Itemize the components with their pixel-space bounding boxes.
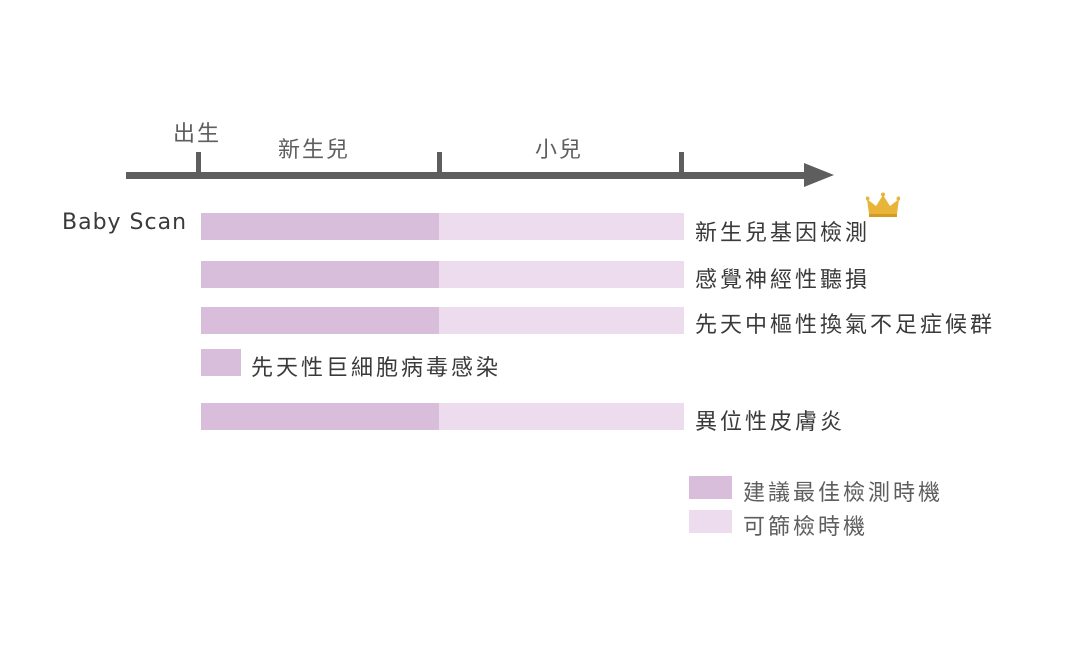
bar-recommended-hearing-loss bbox=[201, 261, 439, 288]
row-label-cchs: 先天中樞性換氣不足症候群 bbox=[695, 313, 996, 338]
arrow-right-icon bbox=[804, 163, 834, 187]
legend-swatch-possible bbox=[689, 510, 732, 533]
bar-possible-genetic-test bbox=[439, 213, 684, 240]
bar-possible-atopic-dermatitis bbox=[439, 403, 684, 430]
legend-label-recommended: 建議最佳檢測時機 bbox=[743, 481, 944, 506]
row-label-hearing-loss: 感覺神經性聽損 bbox=[695, 268, 871, 293]
bar-possible-cchs bbox=[439, 307, 684, 334]
row-group-title: Baby Scan bbox=[62, 210, 188, 235]
tick-birth bbox=[196, 152, 201, 172]
legend-label-possible: 可篩檢時機 bbox=[743, 515, 869, 540]
timeline-label-newborn: 新生兒 bbox=[278, 138, 351, 163]
bar-recommended-atopic-dermatitis bbox=[201, 403, 439, 430]
timeline-axis bbox=[126, 172, 810, 179]
tick-child-end bbox=[679, 152, 684, 172]
bar-recommended-genetic-test bbox=[201, 213, 439, 240]
bar-recommended-cchs bbox=[201, 307, 439, 334]
bar-possible-hearing-loss bbox=[439, 261, 684, 288]
row-label-genetic-test: 新生兒基因檢測 bbox=[695, 221, 871, 246]
crown-icon bbox=[866, 192, 900, 217]
legend-swatch-recommended bbox=[689, 476, 732, 499]
tick-newborn-end bbox=[437, 152, 442, 172]
row-label-cmv: 先天性巨細胞病毒感染 bbox=[251, 356, 502, 381]
bar-recommended-cmv bbox=[201, 349, 241, 376]
timeline-label-child: 小兒 bbox=[535, 138, 584, 163]
timeline-label-birth: 出生 bbox=[173, 122, 222, 147]
row-label-atopic-dermatitis: 異位性皮膚炎 bbox=[695, 410, 846, 435]
